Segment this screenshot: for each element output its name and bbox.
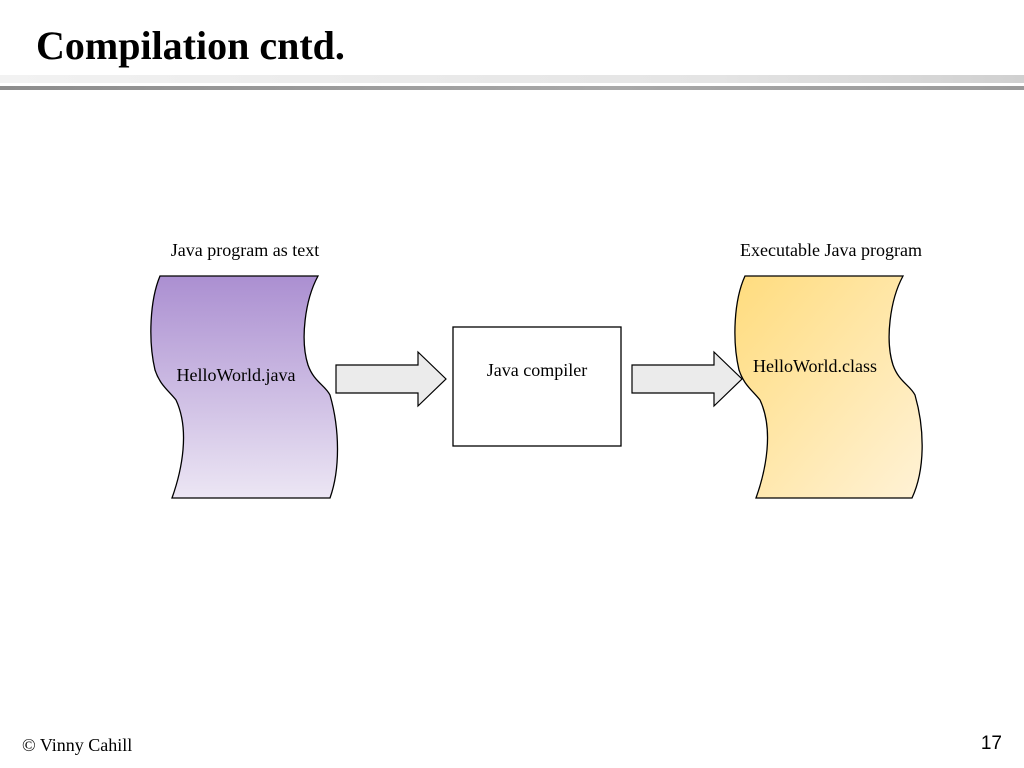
output-caption: Executable Java program <box>740 240 922 260</box>
output-document-label: HelloWorld.class <box>753 356 877 376</box>
compiler-box <box>452 326 622 447</box>
source-document-shape <box>150 275 339 499</box>
title-underline-dark <box>0 86 1024 90</box>
arrow-compiler-to-output <box>631 350 743 408</box>
source-document-label: HelloWorld.java <box>176 365 295 385</box>
source-caption: Java program as text <box>171 240 319 260</box>
output-document-shape <box>734 275 923 499</box>
slide-page-number: 17 <box>980 733 1002 754</box>
footer-copyright: © Vinny Cahill <box>22 735 133 755</box>
title-underline-light <box>0 75 1024 83</box>
compiler-label: Java compiler <box>487 360 587 380</box>
slide-title: Compilation cntd. <box>36 23 345 68</box>
arrow-source-to-compiler <box>335 350 447 408</box>
